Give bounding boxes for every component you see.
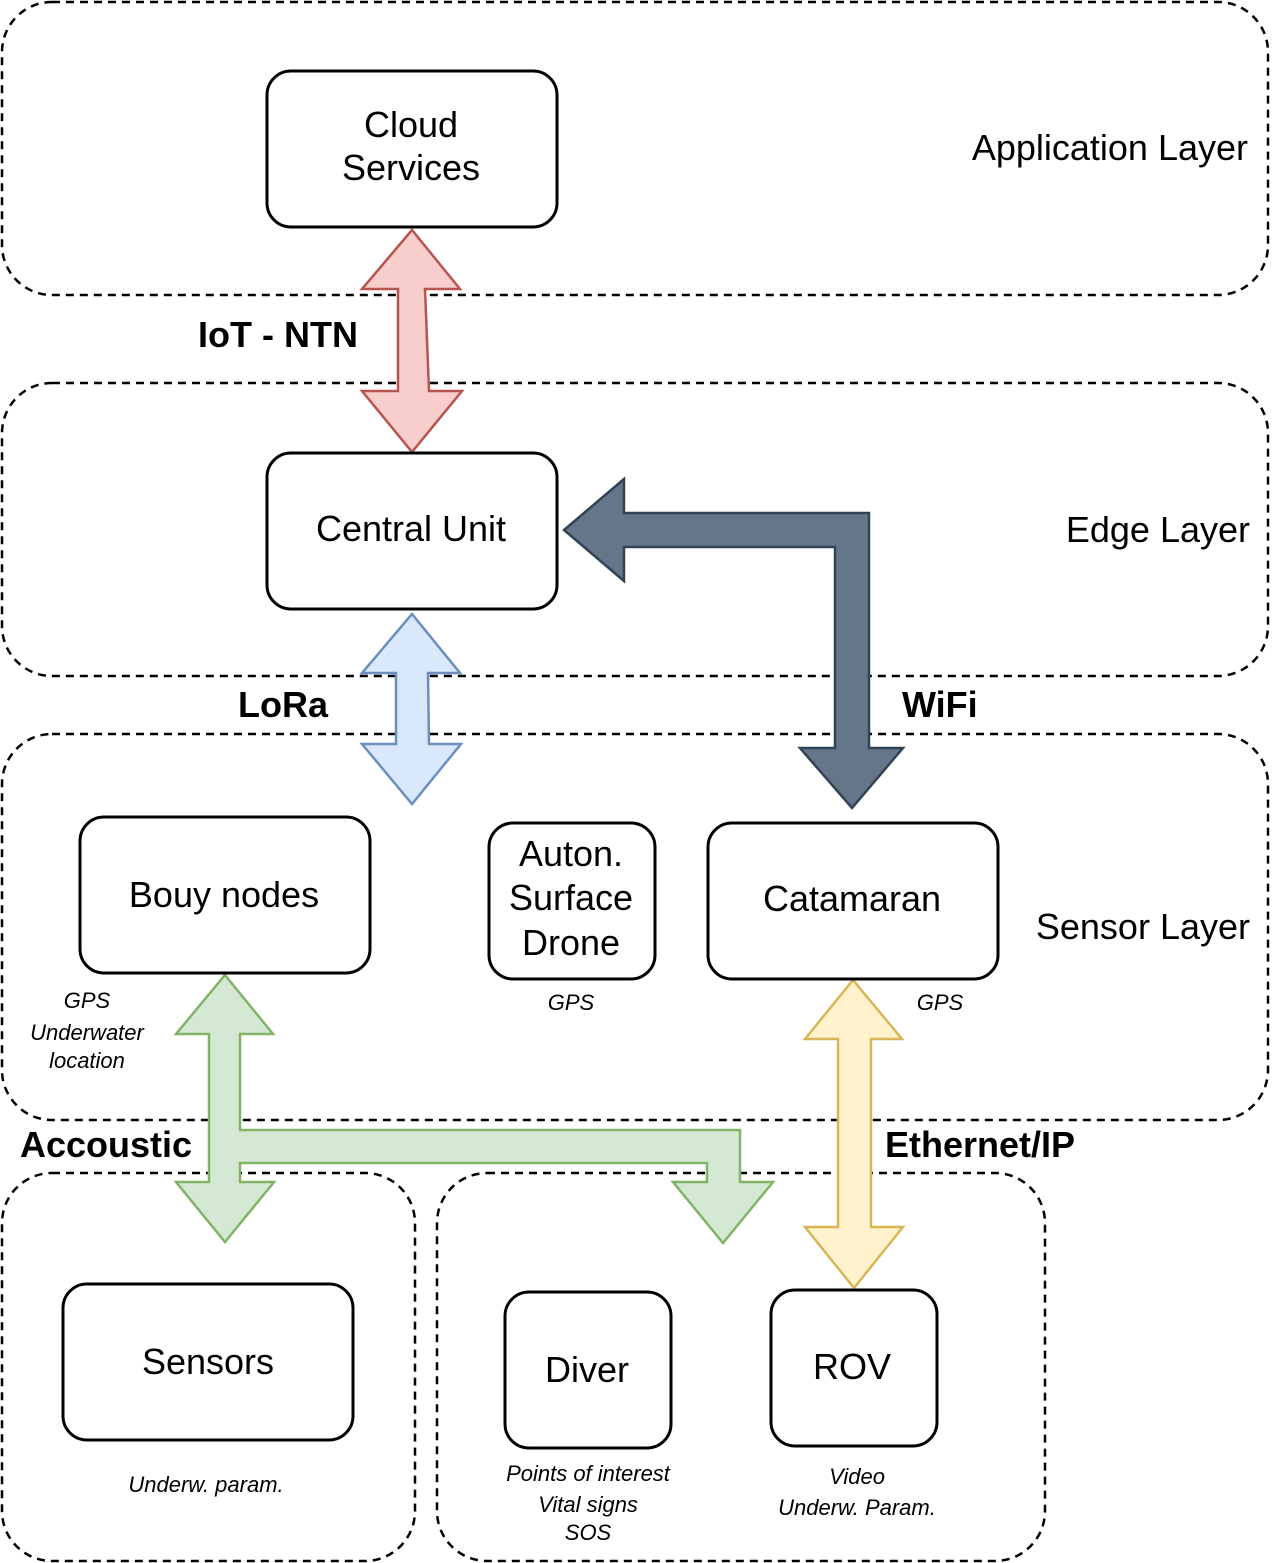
cloud-label-line2: Services [342,147,480,188]
cloud-services-node [265,69,559,229]
drone-label-line3: Drone [522,922,620,963]
drone-label-line2: Surface [509,877,633,918]
catamaran-node [706,821,1000,981]
sensors-label: Sensors [142,1341,274,1382]
lora-label: LoRa [238,684,329,725]
buoy-nodes-node [78,815,372,975]
central-unit-label: Central Unit [316,508,506,549]
catamaran-label: Catamaran [763,878,941,919]
edge-layer-title: Edge Layer [1066,509,1250,550]
rov-note-line1: Video [829,1464,885,1489]
sensor-layer-box [0,732,1270,1122]
drone-note: GPS [548,990,595,1015]
wifi-label: WiFi [902,684,978,725]
acoustic-label: Accoustic [20,1124,192,1165]
sensor-layer-title: Sensor Layer [1036,906,1250,947]
sensors-note: Underw. param. [128,1472,283,1497]
diver-note-line3: SOS [565,1520,612,1545]
application-layer-title: Application Layer [972,127,1248,168]
ethernet-arrow [802,978,906,1290]
surface-drone-node [487,821,657,981]
central-unit-node [265,451,559,611]
ethernet-label: Ethernet/IP [885,1124,1075,1165]
rov-label: ROV [813,1346,891,1387]
lora-arrow [359,612,464,806]
diver-label: Diver [545,1349,629,1390]
cloud-label-line1: Cloud [364,104,458,145]
diver-node [503,1290,673,1450]
sensors-node [61,1282,355,1442]
drone-label-line1: Auton. [519,833,623,874]
buoy-note-line1: GPS [64,988,111,1013]
rov-node [769,1288,939,1448]
diver-note-line1: Points of interest [506,1461,671,1486]
rov-note-line2: Underw. Param. [778,1495,936,1520]
buoy-note-line3: location [49,1048,125,1073]
iot-ntn-label: IoT - NTN [198,314,358,355]
diver-note-line2: Vital signs [538,1492,638,1517]
wifi-arrow [562,476,906,810]
buoy-note-line2: Underwater [30,1020,145,1045]
iot-ntn-arrow [359,228,465,454]
buoy-nodes-label: Bouy nodes [129,874,319,915]
catamaran-note: GPS [917,990,964,1015]
edge-layer-box [0,381,1270,678]
application-layer-box [0,0,1270,297]
acoustic-arrow [173,973,776,1245]
